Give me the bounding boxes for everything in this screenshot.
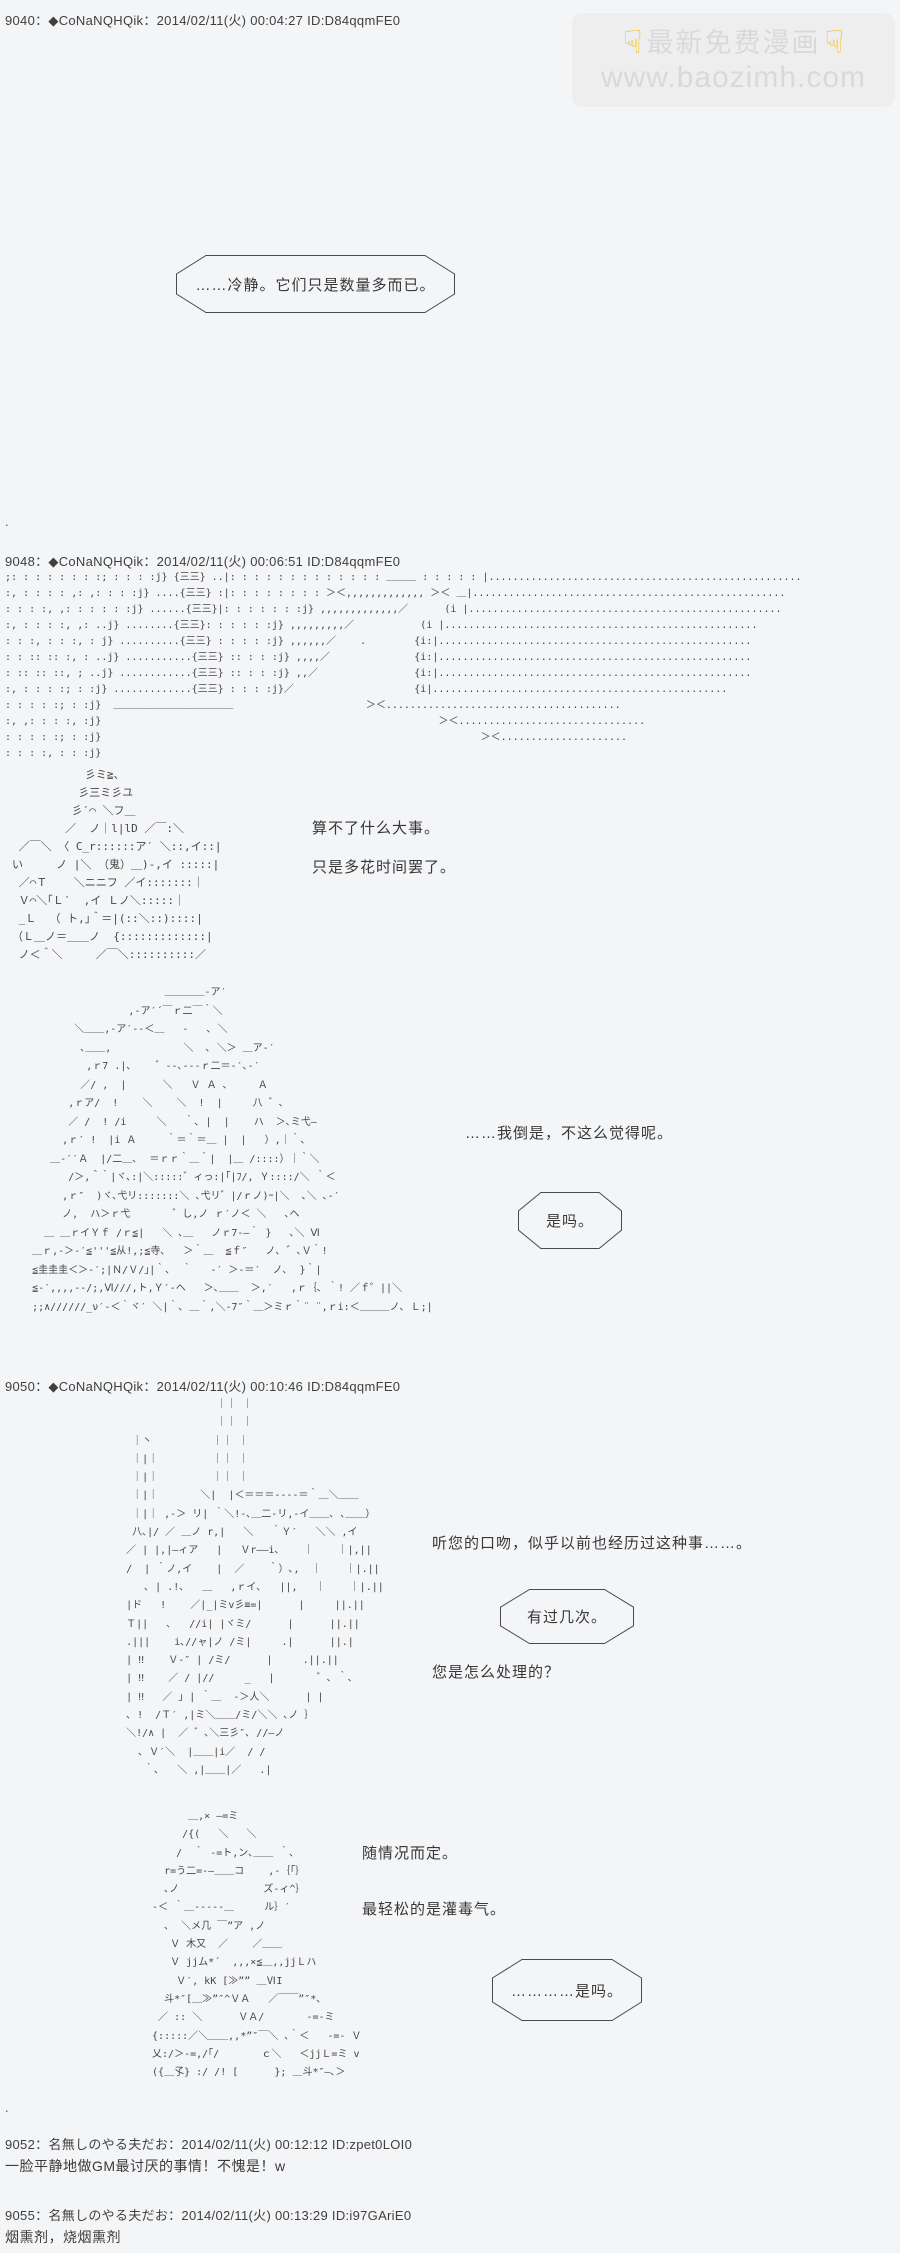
dialogue-line: 随情况而定。 [362,1845,459,1862]
speech-bubble-text: …………是吗。 [510,1982,623,2000]
post-comment-9052: 一脸平静地做GM最讨厌的事情！不愧是！w [5,2158,286,2174]
dialogue-line: ……我倒是，不这么觉得呢。 [465,1125,674,1142]
speech-bubble-isthatso: 是吗。 [518,1192,622,1249]
bubble-outline [500,1589,634,1644]
speech-bubble-afewtimes: 有过几次。 [500,1589,634,1644]
ascii-art-corridor-scene: ;: : : : : : : :; : : : :j} {三三} ..|: : … [5,572,802,759]
speech-bubble-text: ……冷静。它们只是数量多而已。 [195,276,436,294]
bubble-outline [518,1192,622,1249]
separator-dot: . [5,2100,9,2115]
promo-title: 最新免费漫画 [646,28,821,58]
separator-dot: . [5,514,9,529]
promo-url: www.baozimh.com [600,60,867,94]
dialogue-line: 最轻松的是灌毒气。 [362,1901,507,1918]
ascii-art-oni-face: 彡ミ≧、 彡三ミ彡ユ 彡′⌒ ＼フ＿ ／ ノ｜l|lD ／￣:＼ ／￣＼ 〈 C… [12,768,222,961]
promo-badge-baozimh[interactable]: ☟ 最新免费漫画 ☟ www.baozimh.com [572,13,895,107]
ascii-art-longhair-figure: ＿＿＿＿-ア′ ,‐ア′´￣ｒ二￣｀＼ ＼＿＿,-ア′--＜＿ ‐ ､ ＼ ､＿… [32,987,433,1313]
promo-title-row: ☟ 最新免费漫画 ☟ [623,23,844,60]
bubble-outline [492,1959,642,2021]
speech-bubble-text: 是吗。 [545,1213,594,1230]
bubble-outline [176,255,455,313]
post-header-9050: 9050：◆CoNaNQHQik：2014/02/11(火) 00:10:46 … [5,1379,401,1394]
dialogue-line: 听您的口吻，似乎以前也经历过这种事……。 [432,1535,753,1552]
down-pointing-hand-icon: ☟ [623,23,643,60]
ascii-art-figure-9050: ｜｜ ｜ ｜｜ ｜ ｜丶 ｜｜ ｜ ｜|｜ ｜｜ ｜ ｜|｜ ｜｜ ｜ ｜|｜ … [126,1399,384,1776]
post-comment-9055: 烟熏剂，烧烟熏剂 [5,2229,121,2245]
post-header-9048: 9048：◆CoNaNQHQik：2014/02/11(火) 00:06:51 … [5,554,401,569]
ascii-art-figure-gas: ＿,× ―=ミ /{( ＼ ＼ / ｀ -=ト,ン､＿＿ ｀､ r=う二=-―＿… [152,1811,362,2079]
post-header-9055: 9055：名無しのやる夫だお：2014/02/11(火) 00:13:29 ID… [5,2208,412,2223]
speech-bubble-calm: ……冷静。它们只是数量多而已。 [176,255,455,313]
dialogue-line: 您是怎么处理的？ [432,1664,561,1681]
down-pointing-hand-icon: ☟ [824,23,844,60]
dialogue-line: 算不了什么大事。 [312,820,441,837]
speech-bubble-isthatso-2: …………是吗。 [492,1959,642,2021]
post-header-9040: 9040：◆CoNaNQHQik：2014/02/11(火) 00:04:27 … [5,13,401,28]
post-header-9052: 9052：名無しのやる夫だお：2014/02/11(火) 00:12:12 ID… [5,2137,413,2152]
speech-bubble-text: 有过几次。 [526,1609,607,1626]
dialogue-line: 只是多花时间罢了。 [312,859,457,876]
